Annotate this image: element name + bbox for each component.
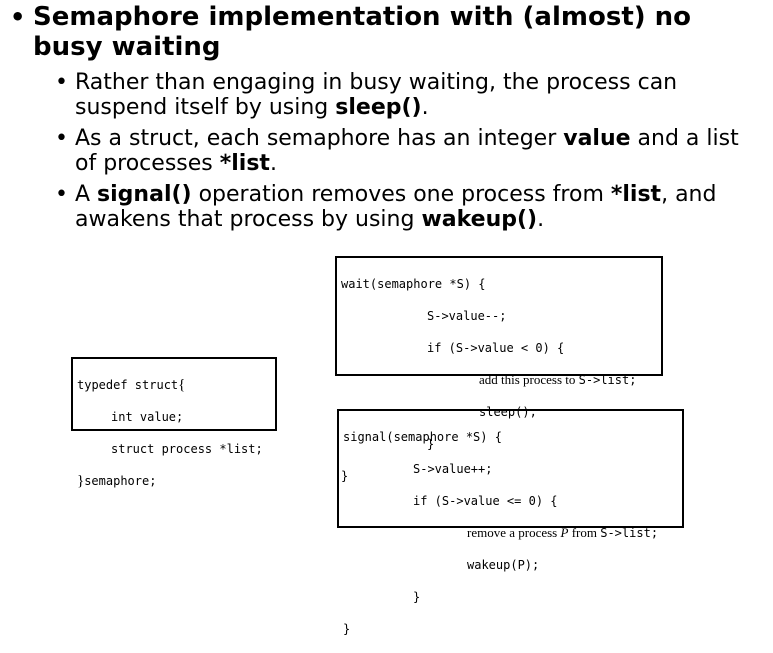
heading-bullet: • (10, 3, 26, 31)
text-run: . (269, 151, 277, 176)
text-run: operation removes one process from (191, 182, 611, 207)
bullet-text: As a struct, each semaphore has an integ… (55, 126, 755, 176)
bullet-text: A signal() operation removes one process… (55, 182, 755, 232)
code-line: sleep(); (479, 405, 537, 419)
text-run: , and awakens that process by using (75, 182, 717, 232)
code-line: } (413, 590, 421, 604)
struct-code-box: typedef struct{ int value; struct proces… (71, 357, 277, 489)
code-line: remove a process P from S->list; (343, 525, 678, 541)
code-line: S->value++; (413, 462, 493, 476)
code-line: S->value--; (427, 309, 507, 323)
wait-code-box: wait(semaphore *S) { S->value--; if (S->… (335, 256, 663, 483)
code-text: { (178, 377, 186, 393)
code-text: ; (629, 373, 637, 387)
keyword-list: *list (219, 151, 270, 176)
bullet-text: Rather than engaging in busy waiting, th… (55, 70, 755, 120)
code-line: }semaphore; (77, 473, 271, 489)
slide-heading: • Semaphore implementation with (almost)… (10, 2, 760, 62)
code-line: struct process *list; (111, 442, 263, 456)
bullet-dot: • (55, 182, 68, 207)
bullet-dot: • (55, 70, 68, 95)
text-run: . (421, 95, 429, 120)
keyword-signal: signal() (97, 182, 192, 207)
keyword-wakeup: wakeup() (421, 207, 538, 232)
keyword-sleep: sleep() (335, 95, 422, 120)
bullet-point-sleep: • Rather than engaging in busy waiting, … (55, 70, 755, 120)
code-text: S->list (578, 373, 630, 387)
code-line: } (341, 469, 349, 483)
code-line: } (427, 437, 435, 451)
text-run: As a struct, each semaphore has an integ… (75, 126, 564, 151)
text-run: Rather than engaging in busy waiting, th… (75, 70, 678, 120)
heading-text: Semaphore implementation with (almost) n… (33, 2, 692, 62)
code-line: add this process to S->list; (341, 372, 657, 388)
bullet-dot: • (55, 126, 68, 151)
code-text: add this process to (479, 372, 579, 387)
code-line: if (S->value < 0) { (427, 341, 565, 355)
code-line: signal(semaphore *S) { (343, 430, 502, 444)
code-text: typedef struct (77, 378, 179, 392)
text-run: . (537, 207, 545, 232)
text-run: and a list of processes (75, 126, 739, 176)
code-text: remove a process (467, 525, 561, 540)
code-text: P (560, 525, 569, 540)
code-line: typedef struct{ (77, 377, 271, 393)
bullet-point-signal: • A signal() operation removes one proce… (55, 182, 755, 232)
code-text: } (77, 473, 85, 489)
signal-code-box: signal(semaphore *S) { S->value++; if (S… (337, 409, 684, 636)
keyword-list: *list (610, 182, 662, 207)
code-text: ; (650, 526, 659, 540)
text-run: A (75, 182, 98, 207)
keyword-value: value (563, 126, 631, 151)
bullet-point-struct: • As a struct, each semaphore has an int… (55, 126, 755, 176)
code-line: int value; (111, 410, 184, 424)
code-text: semaphore; (84, 474, 157, 488)
code-text: from (568, 525, 601, 540)
code-line: } (343, 622, 351, 636)
code-text: S->list (600, 526, 651, 540)
code-line: if (S->value <= 0) { (413, 494, 558, 508)
code-line: wait(semaphore *S) { (341, 277, 486, 291)
code-line: wakeup(P); (467, 558, 540, 572)
